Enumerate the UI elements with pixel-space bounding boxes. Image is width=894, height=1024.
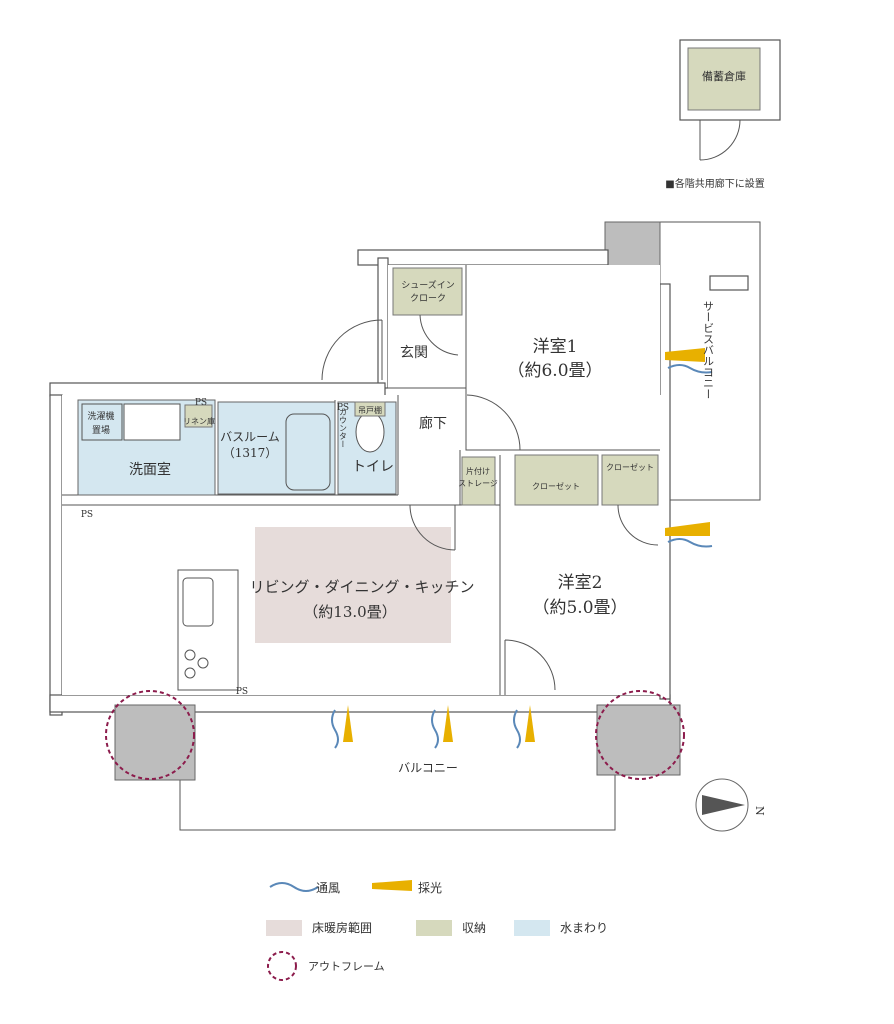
legend-ventilation: 通風 xyxy=(316,881,340,895)
counter-label: カウンター xyxy=(339,408,348,448)
service-balcony-label: サービスバルコニー xyxy=(702,300,715,399)
wind-legend-icon xyxy=(269,882,319,892)
closet-label: クローゼット xyxy=(532,481,580,491)
legend-storage: 収納 xyxy=(462,921,486,935)
legend-outframe: アウトフレーム xyxy=(308,960,385,973)
washer-label-2: 置場 xyxy=(92,424,110,436)
water-swatch xyxy=(514,920,550,936)
closet-label: クローゼット xyxy=(606,462,654,472)
closet-2 xyxy=(601,454,659,506)
bathroom-size: （1317） xyxy=(223,446,278,460)
stockpile-storage: 備蓄倉庫 xyxy=(679,39,781,161)
floor-heating-swatch xyxy=(266,920,302,936)
storage-swatch xyxy=(416,920,452,936)
legend: 通風 採光 床暖房範囲 収納 水まわり アウトフレーム xyxy=(266,880,608,981)
stockpile-storage-label: 備蓄倉庫 xyxy=(702,69,746,83)
toilet-label: トイレ xyxy=(352,459,394,475)
light-wind-markers xyxy=(331,348,713,749)
hallway-label: 廊下 xyxy=(419,415,447,432)
katazuke-label-2: ストレージ xyxy=(458,479,498,488)
shoes-in-closet xyxy=(392,267,463,316)
ps-label: PS xyxy=(81,510,93,520)
washer-label: 洗濯機 xyxy=(87,410,114,422)
bathroom-label: バスルーム xyxy=(220,430,280,444)
washroom-label: 洗面室 xyxy=(129,461,171,478)
katazuke-storage xyxy=(461,456,496,506)
western1-size: （約6.0畳） xyxy=(507,361,602,381)
linen-label: リネン庫 xyxy=(183,416,215,426)
genkan-label: 玄関 xyxy=(400,344,428,361)
light-legend-icon xyxy=(372,880,412,891)
shoes-in-label: シューズイン xyxy=(401,279,455,291)
hanging-cabinet-label: 吊戸棚 xyxy=(358,405,382,415)
ldk-label: リビング・ダイニング・キッチン xyxy=(249,578,474,596)
legend-daylight: 採光 xyxy=(418,881,442,895)
outframe-marker xyxy=(595,690,685,780)
ldk-size: （約13.0畳） xyxy=(303,603,396,621)
western1-label: 洋室1 xyxy=(533,337,578,357)
compass: N xyxy=(695,778,766,832)
katazuke-label: 片付け xyxy=(466,466,490,476)
outframe-marker xyxy=(105,690,195,780)
ps-label: PS xyxy=(195,398,207,408)
western2-size: （約5.0畳） xyxy=(532,598,627,618)
shoes-in-label-2: クローク xyxy=(410,293,446,304)
floor-heating-area xyxy=(255,527,451,643)
outframe-legend-icon xyxy=(267,951,297,981)
balcony-label: バルコニー xyxy=(398,761,458,775)
ps-label: PS xyxy=(337,403,349,413)
closet-1 xyxy=(514,454,599,506)
legend-water: 水まわり xyxy=(560,921,608,935)
compass-north-label: N xyxy=(753,806,766,816)
western2-label: 洋室2 xyxy=(558,573,603,593)
storage-note: ■各階共用廊下に設置 xyxy=(665,177,764,190)
ps-label: PS xyxy=(236,687,248,697)
legend-floor-heating: 床暖房範囲 xyxy=(312,920,372,935)
